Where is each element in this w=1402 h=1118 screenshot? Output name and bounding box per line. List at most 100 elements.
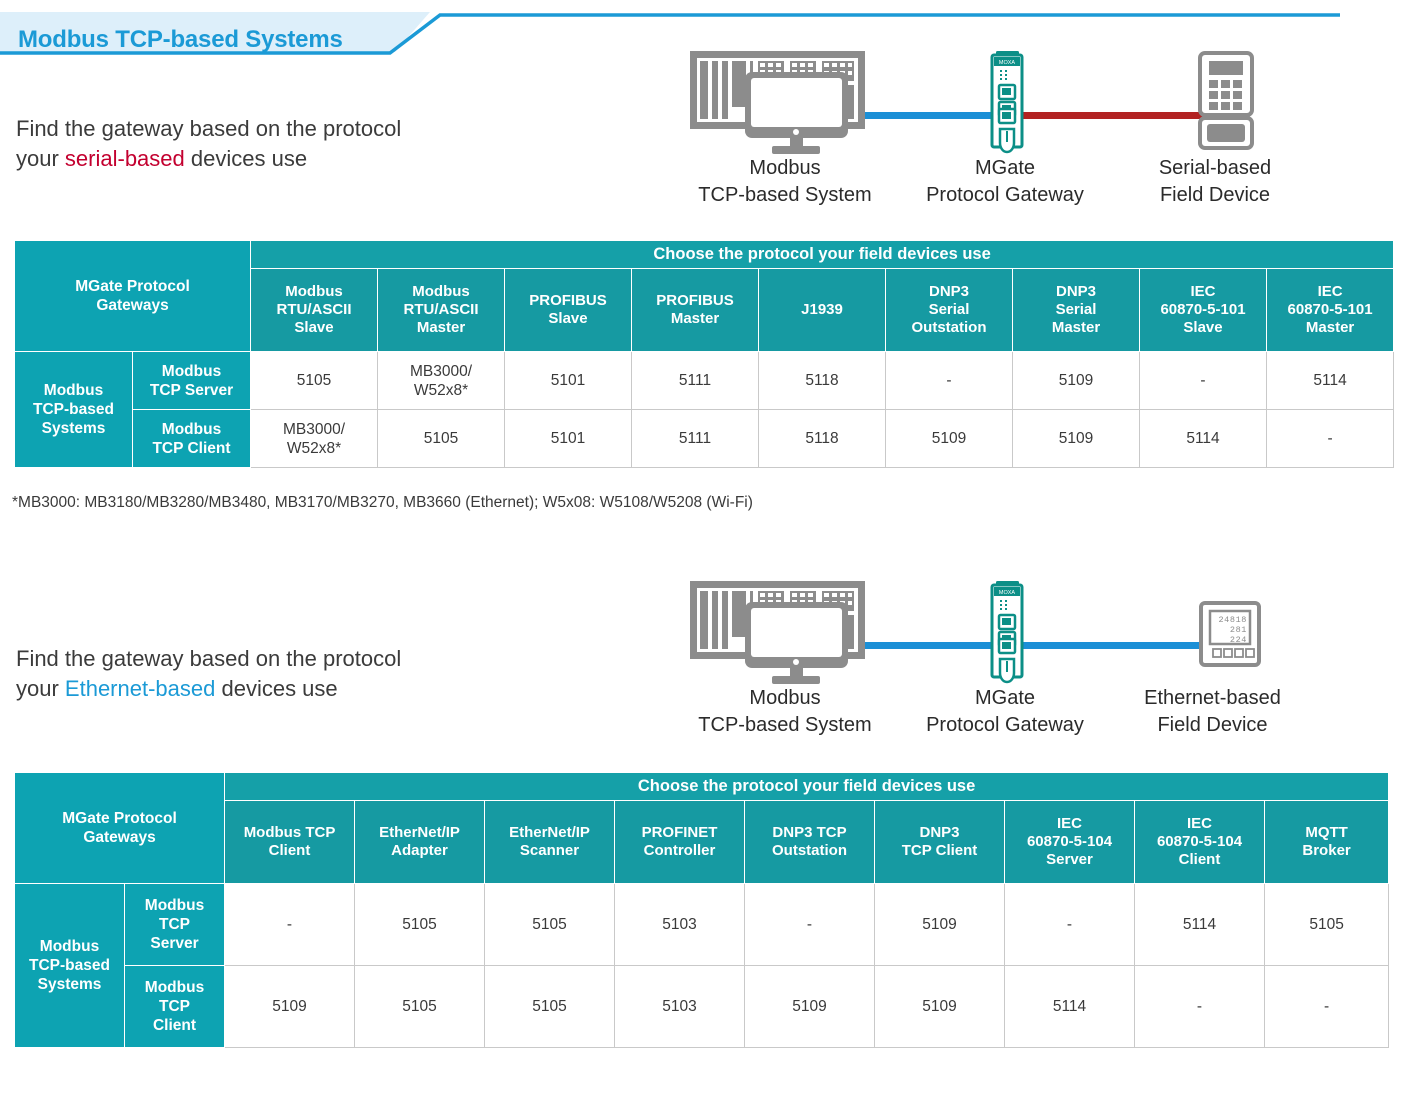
table-cell: 5114 — [1266, 351, 1395, 410]
table-cell: 5105 — [354, 883, 486, 966]
table-cell: MB3000/ W52x8* — [377, 351, 506, 410]
row-group-label: Modbus TCP-based Systems — [14, 351, 133, 468]
column-header: EtherNet/IP Scanner — [484, 800, 616, 884]
table-row: Modbus TCP Client MB3000/ W52x8* 5105 51… — [15, 409, 1395, 468]
section-title: Modbus TCP-based Systems — [18, 26, 343, 53]
diagram-serial-label-1: MGate Protocol Gateway — [926, 157, 1084, 206]
prompt-ethernet-before: Find the gateway based on the protocol y… — [16, 646, 402, 701]
diagram-serial-label-0: Modbus TCP-based System — [698, 157, 872, 206]
column-header: IEC 60870-5-101 Master — [1266, 268, 1395, 352]
column-header: DNP3 TCP Client — [874, 800, 1006, 884]
table-cell: 5114 — [1139, 409, 1268, 468]
column-header: Modbus TCP Client — [224, 800, 356, 884]
column-header: DNP3 Serial Master — [1012, 268, 1141, 352]
corner-header-mgate: MGate Protocol Gateways — [13, 772, 226, 884]
diagram-serial: MOXA — [660, 45, 1360, 210]
table-cell: 5114 — [1004, 965, 1136, 1048]
tab-fill — [0, 12, 430, 52]
serial-protocol-table: MGate Protocol Gateways Choose the proto… — [13, 240, 1395, 468]
table-cell: 5105 — [1264, 883, 1390, 966]
ethernet-link — [838, 642, 1008, 649]
table-cell: 5105 — [250, 351, 379, 410]
table-cell: 5118 — [758, 409, 887, 468]
prompt-serial-after: devices use — [184, 146, 308, 171]
ethernet-link — [838, 112, 1008, 119]
diagram-ethernet-graphic: MOXA 24818 281 224 — [690, 581, 1261, 684]
table-cell: 5109 — [1012, 351, 1141, 410]
table-cell: 5101 — [504, 351, 633, 410]
table-cell: 5103 — [614, 883, 746, 966]
column-header: PROFIBUS Slave — [504, 268, 633, 352]
row-group-label: Modbus TCP-based Systems — [14, 883, 125, 1048]
diagram-serial-label-2: Serial-based Field Device — [1158, 157, 1272, 206]
prompt-ethernet-after: devices use — [215, 676, 338, 701]
column-header: IEC 60870-5-104 Server — [1004, 800, 1136, 884]
row-header-tcp-client: Modbus TCP Client — [123, 965, 226, 1048]
table-footnote: *MB3000: MB3180/MB3280/MB3480, MB3170/MB… — [12, 494, 753, 511]
table-cell: 5109 — [1012, 409, 1141, 468]
column-header: PROFIBUS Master — [631, 268, 760, 352]
prompt-serial-before: Find the gateway based on the protocol y… — [16, 116, 402, 171]
ethernet-protocol-table: MGate Protocol Gateways Choose the proto… — [13, 772, 1390, 1048]
table-cell: 5111 — [631, 351, 760, 410]
table-cell: 5105 — [354, 965, 486, 1048]
row-header-tcp-server: Modbus TCP Server — [131, 351, 252, 410]
table-row: Modbus TCP Client 5109 5105 5105 5103 51… — [15, 965, 1390, 1048]
table-cell: - — [744, 883, 876, 966]
table-cell: 5114 — [1134, 883, 1266, 966]
column-header: IEC 60870-5-104 Client — [1134, 800, 1266, 884]
section-tab-shape — [0, 12, 1340, 55]
ethernet-field-device-icon: 24818 281 224 — [1199, 601, 1261, 667]
table-cell: 5103 — [614, 965, 746, 1048]
row-header-tcp-client: Modbus TCP Client — [131, 409, 252, 468]
table-cell: - — [885, 351, 1014, 410]
table-header-columns-row: Modbus TCP Client EtherNet/IP Adapter Et… — [15, 800, 1390, 884]
table-cell: 5109 — [744, 965, 876, 1048]
svg-text:281: 281 — [1230, 625, 1247, 635]
column-header: PROFINET Controller — [614, 800, 746, 884]
band-header-choose-protocol: Choose the protocol your field devices u… — [224, 772, 1390, 801]
tab-outline — [0, 13, 1340, 55]
table-cell: - — [1264, 965, 1390, 1048]
svg-text:MOXA: MOXA — [999, 60, 1016, 66]
prompt-serial-highlight: serial-based — [64, 146, 185, 171]
table-cell: 5111 — [631, 409, 760, 468]
prompt-ethernet-highlight: Ethernet-based — [64, 676, 216, 701]
table-cell: - — [1266, 409, 1395, 468]
column-header: J1939 — [758, 268, 887, 352]
corner-header-mgate: MGate Protocol Gateways — [13, 240, 252, 352]
svg-text:24818: 24818 — [1218, 615, 1247, 625]
svg-text:224: 224 — [1230, 635, 1247, 645]
table-cell: 5109 — [874, 965, 1006, 1048]
ethernet-link-2 — [1018, 642, 1203, 649]
table-cell: - — [1139, 351, 1268, 410]
column-header: DNP3 TCP Outstation — [744, 800, 876, 884]
column-header: DNP3 Serial Outstation — [885, 268, 1014, 352]
prompt-ethernet: Find the gateway based on the protocol y… — [16, 644, 401, 704]
diagram-ethernet-label-0: Modbus TCP-based System — [698, 687, 872, 736]
diagram-ethernet-label-2: Ethernet-based Field Device — [1144, 687, 1281, 736]
column-header: Modbus RTU/ASCII Slave — [250, 268, 379, 352]
svg-text:MOXA: MOXA — [999, 590, 1016, 596]
diagram-serial-graphic: MOXA — [690, 51, 1254, 154]
column-header: EtherNet/IP Adapter — [354, 800, 486, 884]
table-cell: MB3000/ W52x8* — [250, 409, 379, 468]
mgate-gateway-icon: MOXA — [990, 51, 1024, 154]
table-cell: 5105 — [484, 883, 616, 966]
table-cell: 5105 — [377, 409, 506, 468]
section-tab-header: Modbus TCP-based Systems — [0, 12, 1340, 64]
table-cell: - — [1134, 965, 1266, 1048]
plc-computer-icon — [690, 51, 865, 154]
table-header-columns-row: Modbus RTU/ASCII Slave Modbus RTU/ASCII … — [15, 268, 1395, 352]
table-header-band-row: MGate Protocol Gateways Choose the proto… — [13, 772, 1390, 884]
column-header: IEC 60870-5-101 Slave — [1139, 268, 1268, 352]
band-header-choose-protocol: Choose the protocol your field devices u… — [250, 240, 1395, 269]
serial-link — [1018, 112, 1203, 119]
column-header: Modbus RTU/ASCII Master — [377, 268, 506, 352]
prompt-serial: Find the gateway based on the protocol y… — [16, 114, 401, 174]
mgate-gateway-icon: MOXA — [990, 581, 1024, 684]
diagram-ethernet-label-1: MGate Protocol Gateway — [926, 687, 1084, 736]
table-row: Modbus TCP-based Systems Modbus TCP Serv… — [14, 883, 1390, 1048]
table-cell: - — [1004, 883, 1136, 966]
table-cell: 5109 — [224, 965, 356, 1048]
